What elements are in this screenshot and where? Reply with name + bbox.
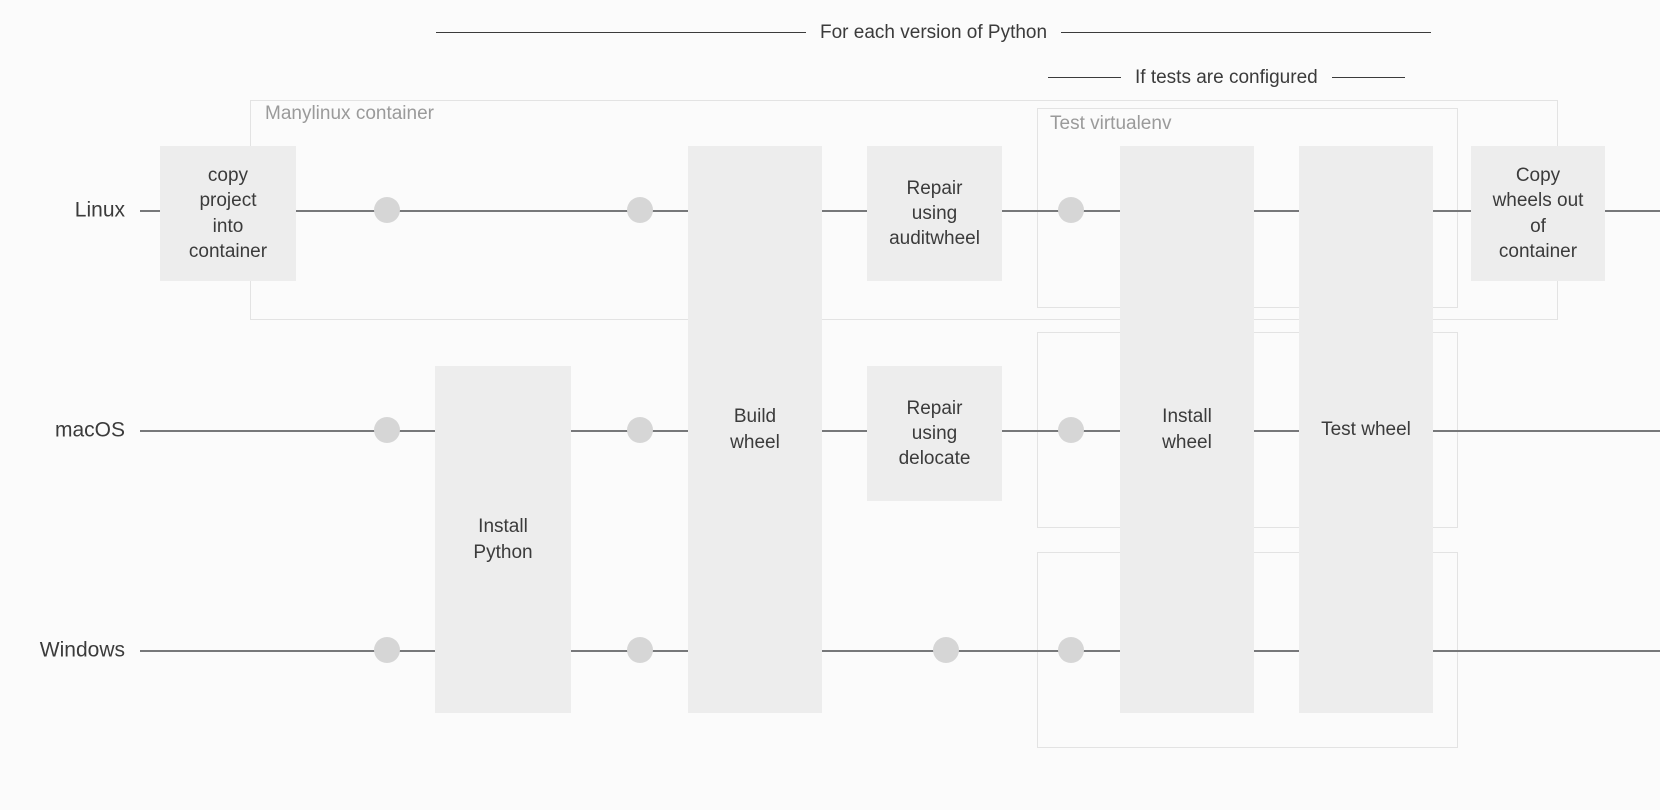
frame-test-virtualenv-title: Test virtualenv — [1050, 113, 1172, 134]
node-dot-macos-3[interactable] — [1058, 417, 1084, 443]
step-repair-using-auditwheel[interactable]: Repair using auditwheel — [867, 146, 1002, 281]
node-dot-windows-2[interactable] — [627, 637, 653, 663]
bracket-rule-right — [1331, 77, 1405, 78]
bracket-label-if-tests-configured: If tests are configured — [1135, 67, 1318, 88]
frame-manylinux-container-title: Manylinux container — [265, 103, 434, 124]
node-dot-macos-1[interactable] — [374, 417, 400, 443]
node-dot-linux-2[interactable] — [627, 197, 653, 223]
node-dot-windows-3[interactable] — [933, 637, 959, 663]
node-dot-linux-3[interactable] — [1058, 197, 1084, 223]
step-copy-wheels-out-of-container[interactable]: Copy wheels out of container — [1471, 146, 1605, 281]
step-build-wheel[interactable]: Build wheel — [688, 146, 822, 713]
bracket-label-for-each-python-version: For each version of Python — [820, 22, 1048, 43]
row-label-macos: macOS — [54, 418, 125, 442]
step-install-python[interactable]: Install Python — [435, 366, 571, 713]
bracket-rule-right — [1061, 32, 1432, 33]
bracket-rule-left — [1048, 77, 1121, 78]
step-test-wheel[interactable]: Test wheel — [1299, 146, 1433, 713]
node-dot-linux-1[interactable] — [374, 197, 400, 223]
step-copy-project-into-container[interactable]: copy project into container — [160, 146, 296, 281]
node-dot-windows-1[interactable] — [374, 637, 400, 663]
row-label-linux: Linux — [74, 198, 125, 222]
bracket-if-tests-configured: If tests are configured — [1048, 68, 1405, 87]
node-dot-windows-4[interactable] — [1058, 637, 1084, 663]
step-repair-using-delocate[interactable]: Repair using delocate — [867, 366, 1002, 501]
lane-wire-windows — [140, 650, 1660, 652]
row-label-windows: Windows — [39, 638, 125, 662]
bracket-rule-left — [436, 32, 806, 33]
bracket-for-each-python-version: For each version of Python — [436, 22, 1432, 43]
step-install-wheel[interactable]: Install wheel — [1120, 146, 1254, 713]
node-dot-macos-2[interactable] — [627, 417, 653, 443]
